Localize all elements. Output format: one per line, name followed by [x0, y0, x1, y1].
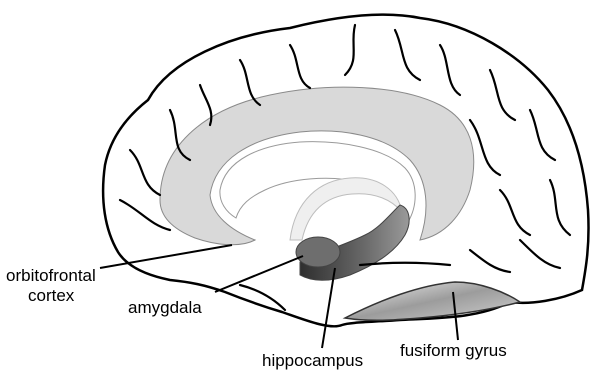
- label-orbitofrontal-line1: orbitofrontal: [6, 266, 96, 286]
- label-hippocampus: hippocampus: [262, 351, 363, 371]
- label-orbitofrontal-line2: cortex: [6, 286, 96, 306]
- amygdala-shape: [296, 237, 340, 267]
- label-fusiform-gyrus: fusiform gyrus: [400, 341, 507, 361]
- label-orbitofrontal: orbitofrontal cortex: [6, 266, 96, 306]
- label-amygdala: amygdala: [128, 298, 202, 318]
